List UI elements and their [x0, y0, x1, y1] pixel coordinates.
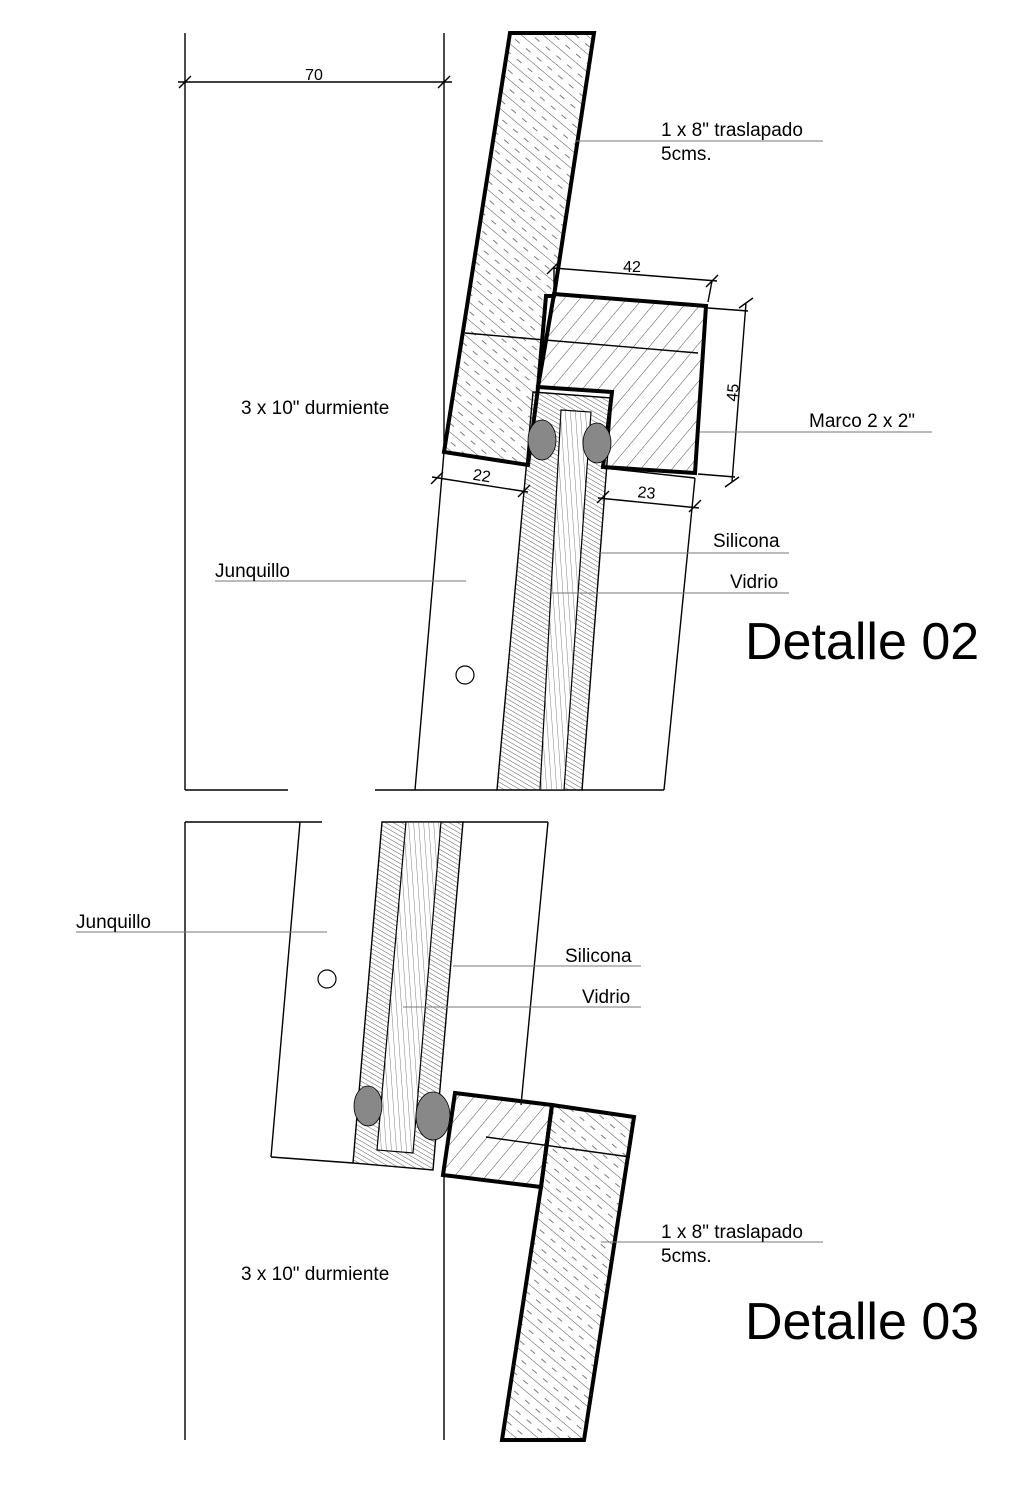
sleeper-03 — [184, 821, 445, 1440]
sleeper-02 — [184, 33, 445, 791]
bead-03 — [270, 821, 549, 1164]
dim-sleeper-width: 70 — [178, 67, 452, 89]
board-03 — [499, 1102, 637, 1442]
dim-23-text: 23 — [637, 484, 657, 503]
frame-03 — [440, 1090, 555, 1190]
label-board-sub-02: 5cms. — [661, 144, 712, 165]
label-bead-02: Junquillo — [215, 561, 290, 582]
dim-frame-height: 45 — [697, 297, 754, 488]
seal-bead-left — [527, 419, 557, 461]
label-sleeper-03: 3 x 10" durmiente — [241, 1264, 389, 1285]
label-board-02: 1 x 8" traslapado — [661, 120, 803, 141]
dim-left-gap: 22 — [430, 467, 531, 498]
label-bead-03: Junquillo — [76, 912, 151, 933]
label-silicone-02: Silicona — [713, 531, 780, 552]
dim-70-text: 70 — [305, 67, 323, 84]
dim-22-text: 22 — [472, 467, 492, 487]
seal-bead-left — [353, 1085, 383, 1127]
dim-right-gap: 23 — [596, 484, 702, 513]
label-silicone-03: Silicona — [565, 946, 632, 967]
board-02 — [441, 31, 597, 468]
label-board-03: 1 x 8" traslapado — [661, 1222, 803, 1243]
label-glass-02: Vidrio — [730, 572, 778, 593]
dim-42-text: 42 — [623, 259, 641, 276]
dim-45-text: 45 — [724, 383, 742, 402]
title-detail-03: Detalle 03 — [745, 1293, 979, 1351]
label-glass-03: Vidrio — [582, 987, 630, 1008]
label-sleeper-02: 3 x 10" durmiente — [241, 398, 389, 419]
screw-icon — [455, 665, 475, 685]
screw-icon — [317, 969, 337, 989]
detail-03-group: Junquillo Silicona Vidrio 1 x 8" traslap… — [76, 821, 979, 1442]
seal-bead-right — [415, 1091, 451, 1141]
seal-bead-right — [582, 422, 612, 464]
dim-frame-width: 42 — [546, 259, 719, 303]
label-board-sub-03: 5cms. — [661, 1246, 712, 1267]
title-detail-02: Detalle 02 — [745, 613, 979, 671]
detail-02-group: 70 42 — [178, 31, 979, 791]
label-frame-02: Marco 2 x 2" — [809, 411, 915, 432]
